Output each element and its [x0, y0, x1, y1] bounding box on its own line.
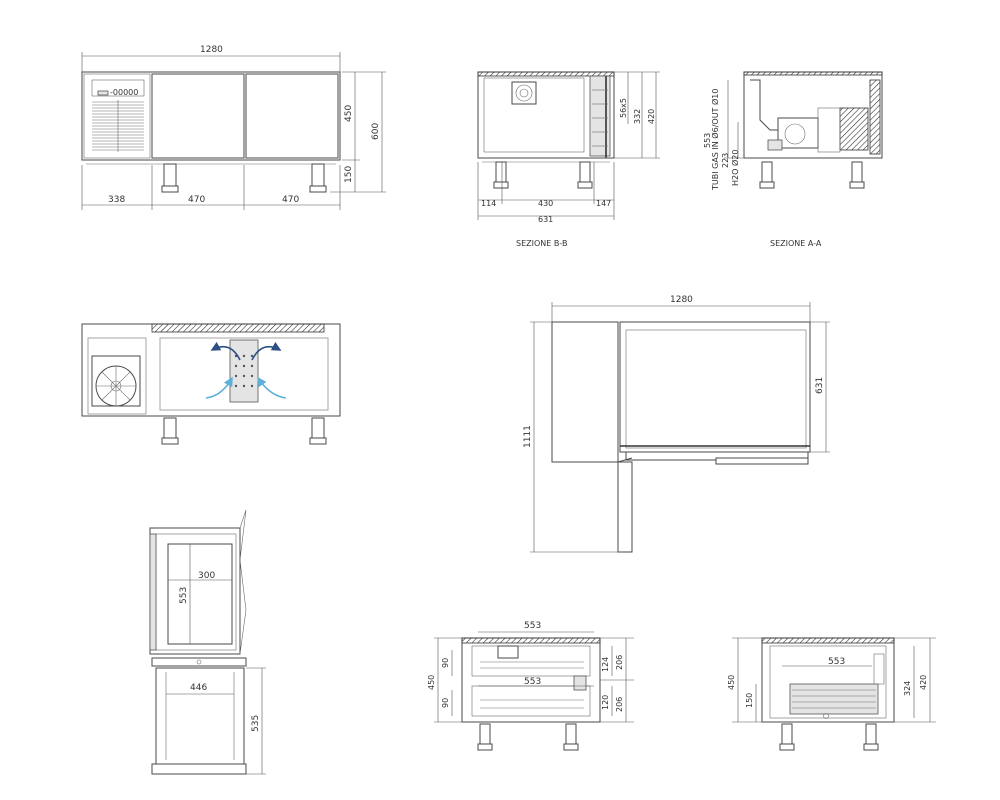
dim-drawer-90-a: 90 [441, 658, 450, 668]
dim-114: 114 [481, 199, 496, 208]
dim-drawer-206-a: 206 [615, 655, 624, 670]
label-h2o: H2O Ø20 [730, 150, 740, 186]
section-aa-title: SEZIONE A-A [770, 239, 822, 248]
dim-rack-450: 450 [727, 675, 736, 690]
dim-rack-553: 553 [828, 657, 845, 667]
dim-side-300: 300 [198, 571, 215, 581]
dim-430: 430 [538, 199, 553, 208]
dim-rack-324: 324 [903, 681, 912, 696]
dim-top-depth: 631 [815, 377, 825, 394]
front-view: 1280 -00000 [81, 45, 386, 210]
dim-drawer-120: 120 [601, 695, 610, 710]
dim-drawer-206-b: 206 [615, 697, 624, 712]
dim-seg-470-b: 470 [282, 195, 299, 205]
label-gas-tubes: TUBI GAS IN Ø6/OUT Ø10 [710, 89, 720, 191]
svg-text:-00000: -00000 [110, 88, 138, 97]
section-bb: 56x5 332 420 114 430 147 631 SEZIONE B-B [477, 71, 660, 248]
dim-top-width: 1280 [670, 295, 693, 305]
section-bb-title: SEZIONE B-B [516, 239, 567, 248]
dim-seg-338: 338 [108, 195, 125, 205]
dim-147: 147 [596, 199, 611, 208]
dim-drawer-553: 553 [524, 621, 541, 631]
top-view: 1280 631 1111 [523, 295, 830, 553]
dim-side-535: 535 [251, 715, 261, 732]
dim-drawer-90-b: 90 [441, 698, 450, 708]
dim-overall-width: 1280 [200, 45, 223, 55]
dim-rack-150: 150 [745, 693, 754, 708]
side-view: 300 553 446 535 [149, 509, 266, 775]
dim-h-450: 450 [344, 105, 354, 122]
dim-drawer-124: 124 [601, 657, 610, 672]
dim-332: 332 [633, 109, 642, 124]
dim-553-aa: 553 [703, 133, 712, 148]
dim-420: 420 [647, 109, 656, 124]
airflow-view [81, 323, 341, 445]
dim-drawer-450: 450 [427, 675, 436, 690]
dim-h-150: 150 [344, 166, 354, 183]
section-aa: TUBI GAS IN Ø6/OUT Ø10 553 223 H2O Ø20 S… [703, 71, 883, 248]
dim-56x5: 56x5 [619, 98, 628, 118]
dim-side-553: 553 [179, 587, 189, 604]
drawer-view: 553 553 450 90 90 [427, 621, 634, 751]
dim-223: 223 [721, 153, 730, 168]
dim-side-446: 446 [190, 683, 207, 693]
dim-h-600: 600 [371, 123, 381, 140]
rack-view: 553 450 150 324 420 [727, 637, 936, 751]
dim-631: 631 [538, 215, 553, 224]
dim-seg-470-a: 470 [188, 195, 205, 205]
dim-drawer-553-b: 553 [524, 677, 541, 687]
dim-rack-420: 420 [919, 675, 928, 690]
dim-top-length: 1111 [523, 425, 533, 448]
